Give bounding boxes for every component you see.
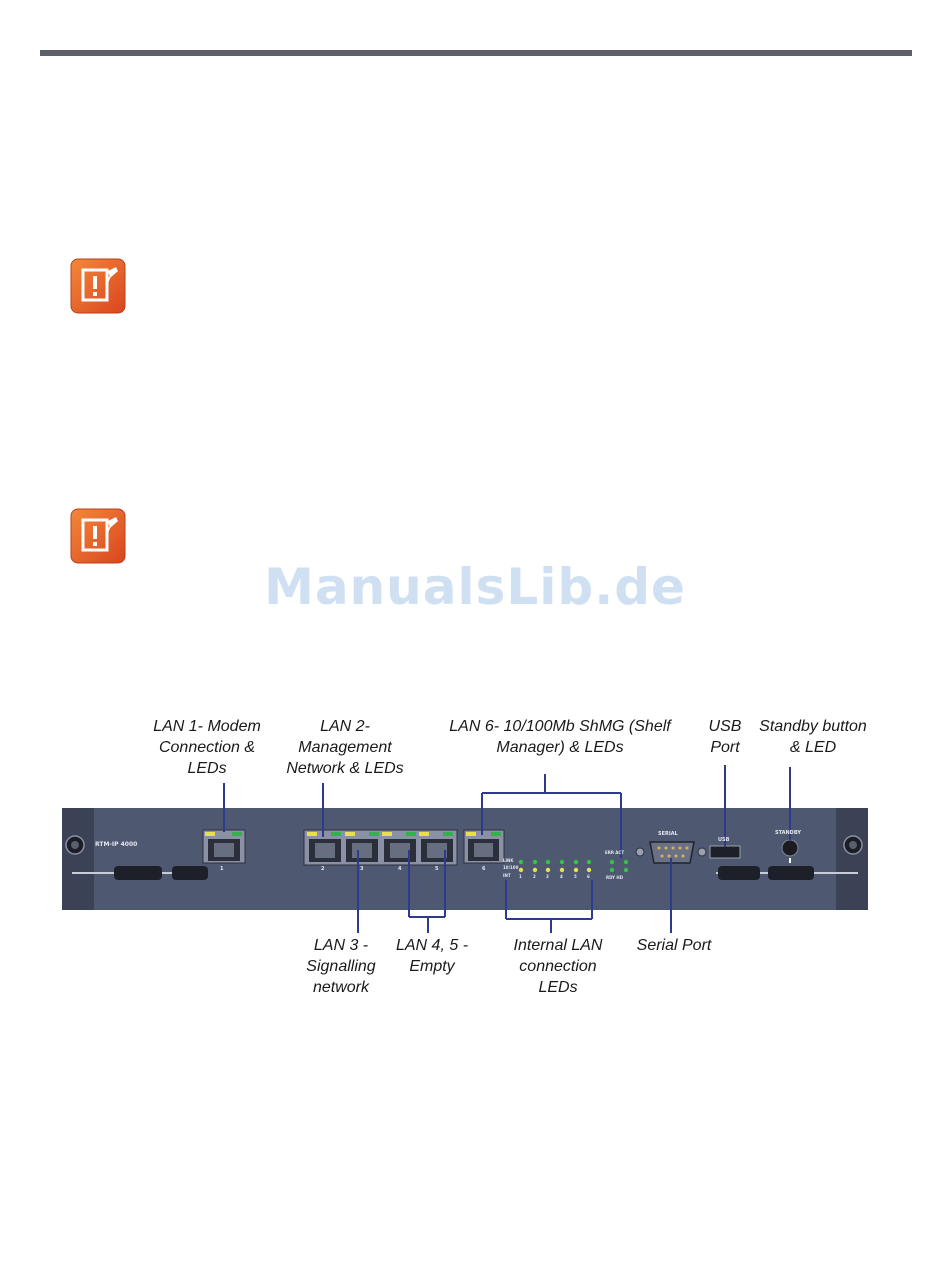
top-rule xyxy=(40,50,912,56)
led-number-label: 1 xyxy=(519,874,522,879)
callout-usb: USB Port xyxy=(708,718,742,756)
panel-model-label: RTM-IP 4000 xyxy=(95,841,138,848)
usb-port-connector xyxy=(709,845,741,859)
port-number-label: 6 xyxy=(482,866,486,872)
note-warning-icon xyxy=(70,508,126,564)
callout-serial: Serial Port xyxy=(636,937,712,954)
serial-label: SERIAL xyxy=(658,831,678,837)
panel-drawing xyxy=(62,765,868,933)
serial-port-connector xyxy=(649,841,695,864)
led-row-label: 10/100 xyxy=(503,865,519,870)
port-number-label: 3 xyxy=(360,866,364,872)
callout-lan2: LAN 2- Management Network & LEDs xyxy=(286,718,404,777)
handle-left-a xyxy=(114,866,162,880)
led-number-label: 2 xyxy=(533,874,536,879)
callout-lan45: LAN 4, 5 - Empty xyxy=(395,937,469,975)
standby-button-icon xyxy=(781,839,799,857)
led-row-label: INT xyxy=(503,873,511,878)
callout-lan1: LAN 1- Modem Connection & LEDs xyxy=(153,718,261,777)
port-number-label: 4 xyxy=(398,866,402,872)
callout-standby: Standby button & LED xyxy=(759,718,867,756)
note-warning-icon xyxy=(70,258,126,314)
led-number-label: 6 xyxy=(587,874,590,879)
led-row-label: LINK xyxy=(503,858,514,863)
port-number-label: 5 xyxy=(435,866,439,872)
led-number-label: 3 xyxy=(546,874,549,879)
handle-left-b xyxy=(172,866,208,880)
callout-lan6: LAN 6- 10/100Mb ShMG (Shelf Manager) & L… xyxy=(449,718,671,756)
err-act-label: ERR ACT xyxy=(605,850,625,855)
port-number-label: 1 xyxy=(220,866,224,872)
handle-right-b xyxy=(768,866,814,880)
rtm-ip-panel-figure: RTM-IP 4000 1 2 3 4 5 6 SERIAL USB STAND… xyxy=(0,700,950,1020)
handle-right-a xyxy=(718,866,760,880)
rdy-hd-label: RDY HD xyxy=(606,875,624,880)
usb-label: USB xyxy=(718,837,730,843)
callout-lan3: LAN 3 - Signalling network xyxy=(306,937,376,996)
watermark: ManualsLib.de xyxy=(264,558,686,616)
callout-internal-leds: Internal LAN connection LEDs xyxy=(513,937,603,996)
standby-label: STANDBY xyxy=(775,830,801,836)
led-number-label: 4 xyxy=(560,874,563,879)
led-number-label: 5 xyxy=(574,874,577,879)
port-number-label: 2 xyxy=(321,866,325,872)
